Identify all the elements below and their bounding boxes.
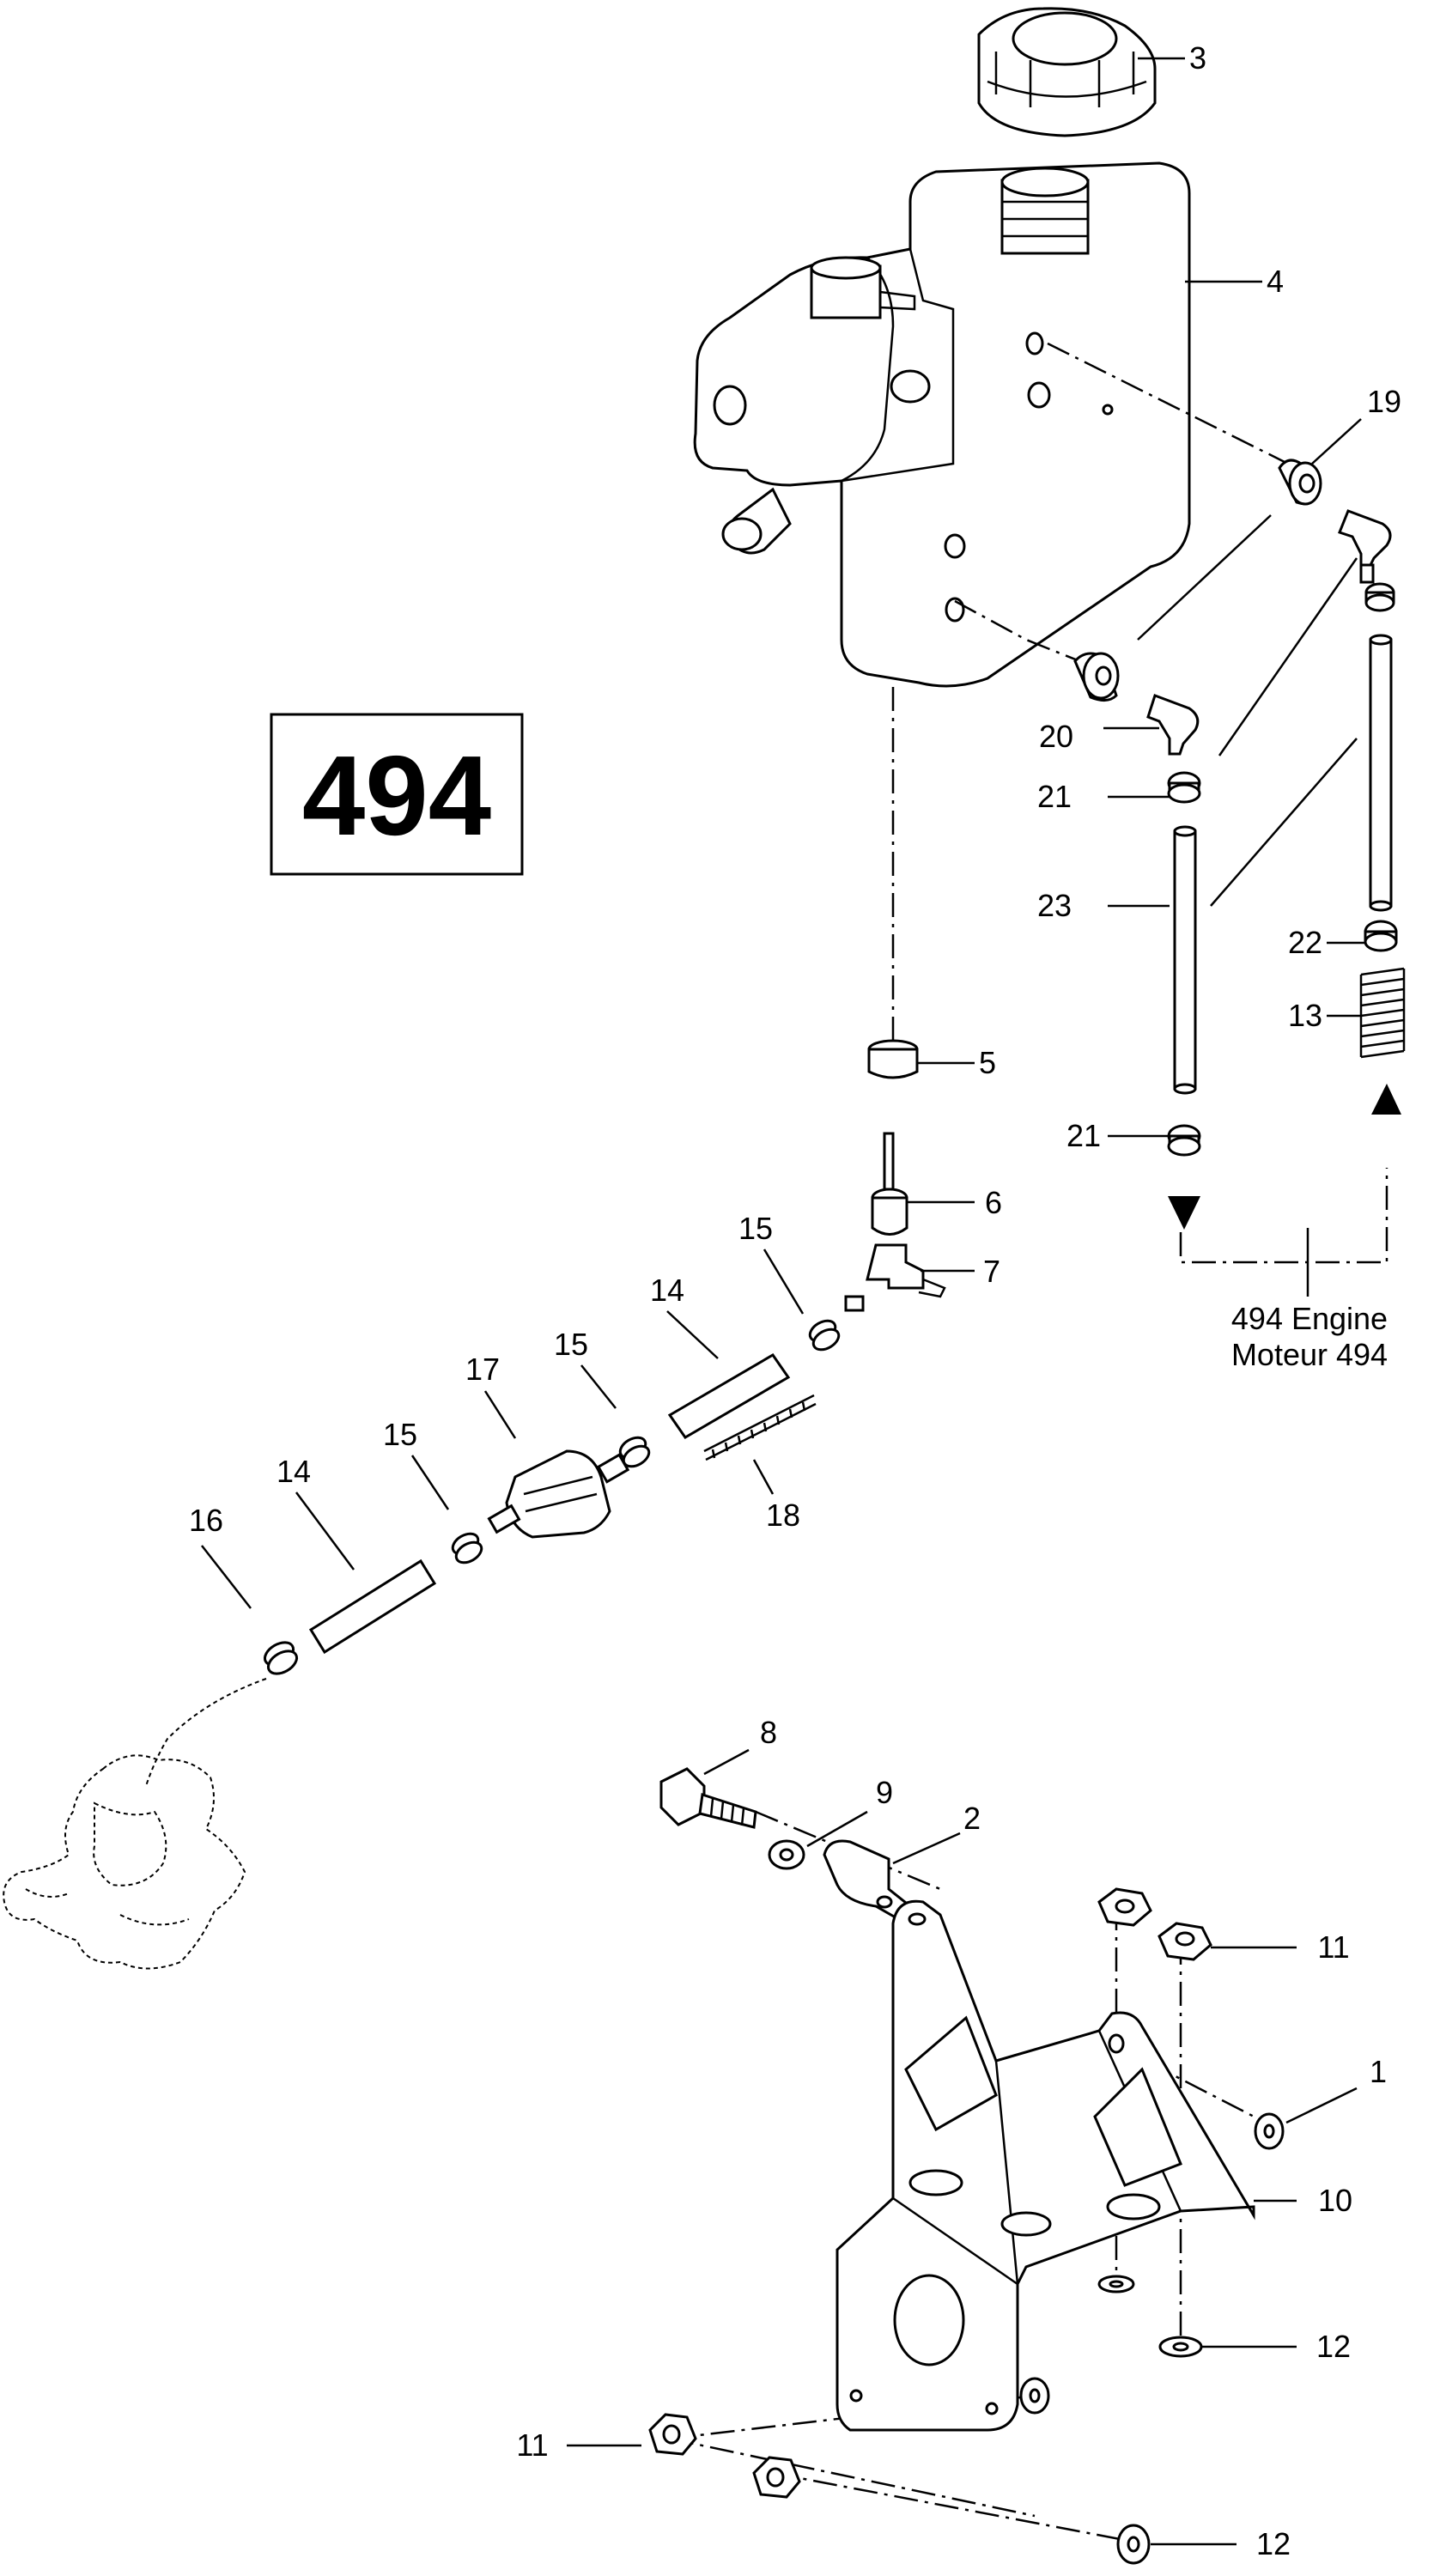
engine-note-line2: Moteur 494	[1231, 1337, 1388, 1372]
part-bolt-8	[659, 1767, 757, 1829]
part-washer-12-upper	[1097, 2275, 1135, 2293]
callout-17: 17	[465, 1352, 500, 1387]
part-oil-tank	[693, 161, 1191, 688]
callout-15-top: 15	[738, 1211, 773, 1246]
part-clamp-16	[263, 1641, 299, 1675]
callout-5: 5	[979, 1045, 996, 1080]
callout-1: 1	[1370, 2054, 1387, 2089]
part-fitting-7	[844, 1243, 946, 1312]
part-washer-1	[1254, 2112, 1285, 2150]
callout-3: 3	[1189, 40, 1206, 76]
part-clamp-upper-hose-21	[1167, 771, 1201, 804]
callout-7: 7	[983, 1254, 1000, 1289]
callout-11-upper: 11	[1317, 1929, 1349, 1965]
part-nut-11-lower	[648, 2413, 697, 2456]
callout-6: 6	[985, 1185, 1002, 1220]
callout-22: 22	[1288, 925, 1322, 960]
part-grommet-lower	[1073, 652, 1120, 702]
part-hose-right	[1369, 634, 1393, 912]
callout-20: 20	[1039, 719, 1073, 754]
engine-note: 494 Engine Moteur 494	[1231, 1301, 1388, 1372]
engine-outline	[3, 1678, 267, 1970]
flow-arrows	[1168, 1084, 1401, 1230]
callout-10: 10	[1318, 2183, 1352, 2218]
part-hose-14-lower	[308, 1558, 437, 1655]
callout-21-lower: 21	[1066, 1118, 1101, 1153]
part-elbow-fitting	[1146, 694, 1200, 756]
callout-13: 13	[1288, 998, 1322, 1033]
part-nut-11-lower-2	[752, 2456, 801, 2499]
part-fuel-filter	[487, 1449, 630, 1539]
callout-19: 19	[1367, 384, 1401, 419]
callout-21-upper: 21	[1037, 779, 1072, 814]
part-hose-23	[1173, 825, 1197, 1095]
callout-18: 18	[766, 1498, 800, 1533]
model-badge-text: 494	[302, 732, 491, 859]
part-clamp-upper-small	[1364, 582, 1395, 612]
part-elbow-fitting-upper	[1338, 509, 1392, 584]
callout-4: 4	[1267, 264, 1284, 299]
part-spring-13	[1359, 967, 1406, 1059]
part-nut-11-top-right	[1158, 1922, 1212, 1961]
engine-note-line1: 494 Engine	[1231, 1301, 1388, 1336]
callout-labels: 1 2 3 4 5 6 7 8 9 10 11 11 12 12 13 14 1…	[189, 40, 1401, 2561]
part-hose-14-upper	[667, 1353, 791, 1439]
part-grommet-5	[867, 1039, 919, 1079]
leader-lines	[201, 57, 1365, 2546]
part-nut-11-top-left	[1097, 1887, 1152, 1927]
callout-12-lower: 12	[1256, 2526, 1291, 2561]
part-seal-6	[871, 1188, 908, 1236]
callout-2: 2	[963, 1801, 981, 1836]
part-clamp-15-mid	[618, 1436, 651, 1468]
callout-14-upper: 14	[650, 1273, 684, 1308]
callout-15-mid: 15	[554, 1327, 588, 1362]
part-washer-12-lower-2	[1116, 2524, 1151, 2565]
callout-12-upper: 12	[1316, 2329, 1351, 2364]
callout-9: 9	[876, 1775, 893, 1810]
hose-routing-lines	[1137, 514, 1358, 907]
part-clamp-15-low	[451, 1532, 483, 1564]
part-grommet-upper	[1278, 459, 1322, 506]
part-clamp-lower-hose-21	[1167, 1124, 1201, 1157]
alignment-lines	[669, 342, 1388, 2543]
callout-16: 16	[189, 1503, 223, 1538]
part-clamp-22	[1364, 920, 1398, 952]
callout-8: 8	[760, 1715, 777, 1750]
callout-11-lower: 11	[516, 2427, 548, 2463]
part-washer-12-lower-1	[1019, 2377, 1050, 2415]
model-badge: 494	[270, 713, 524, 876]
part-washer-12-right	[1158, 2336, 1203, 2358]
callout-14-lower: 14	[276, 1454, 311, 1489]
callout-15-low: 15	[383, 1417, 417, 1452]
part-mounting-bracket	[835, 1899, 1255, 2432]
part-clamp-15-top	[808, 1319, 841, 1352]
part-tank-cap	[977, 7, 1157, 137]
part-pickup-tube	[883, 1132, 895, 1191]
part-spring-18	[703, 1394, 817, 1461]
callout-23: 23	[1037, 888, 1072, 923]
part-washer-9	[768, 1839, 805, 1870]
